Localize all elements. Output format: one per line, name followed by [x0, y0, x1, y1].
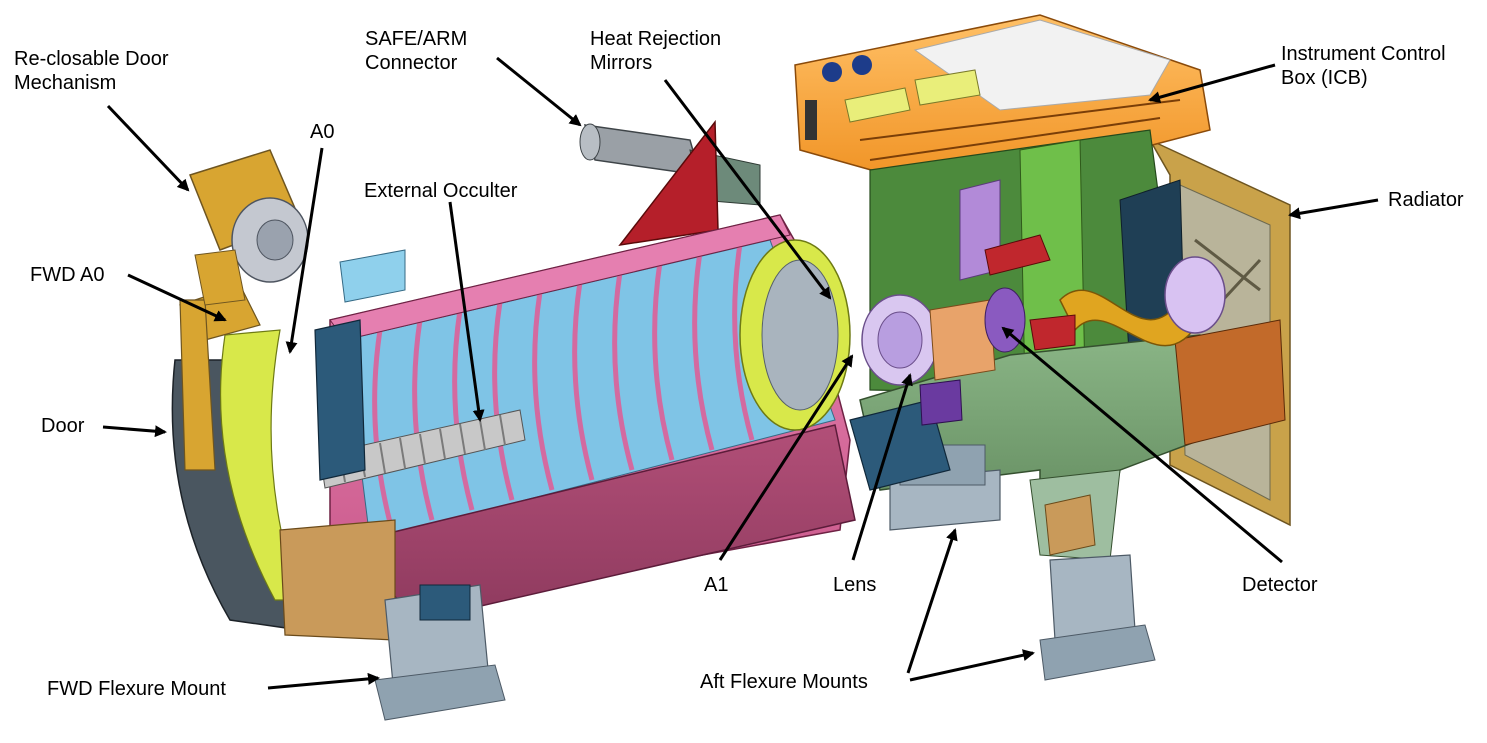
aft-flexure-mount-right — [1039, 494, 1156, 681]
label-heat-rejection: Heat Rejection Mirrors — [590, 28, 722, 74]
label-detector: Detector — [1242, 574, 1318, 596]
label-icb: Instrument Control Box (ICB) — [1281, 43, 1446, 89]
arrow-radiator — [1288, 198, 1379, 220]
arrow-door — [102, 425, 167, 438]
label-safe-arm: SAFE/ARM Connector — [365, 28, 468, 74]
arrow-a0 — [285, 147, 324, 354]
mid-support-block — [849, 379, 963, 491]
arrow-lens — [851, 373, 913, 561]
label-a1: A1 — [704, 574, 729, 596]
arrow-fwd-a0 — [127, 273, 227, 322]
label-aft-flexure: Aft Flexure Mounts — [700, 671, 868, 693]
arrow-safe-arm — [496, 56, 582, 127]
label-lens: Lens — [833, 574, 877, 596]
label-a0: A0 — [310, 121, 335, 143]
arrow-heat-rejection — [663, 79, 832, 300]
door-mechanism — [189, 149, 309, 306]
label-door: Door — [41, 415, 85, 437]
main-tube — [329, 214, 856, 621]
detector-lens-assembly — [861, 234, 1226, 386]
arrow-aft-flexure-left — [906, 528, 958, 674]
fwd-navy-bracket — [314, 249, 406, 481]
leader-arrows — [102, 56, 1379, 690]
arrow-external-occulter — [448, 201, 485, 422]
heat-rejection-mirror-shield — [618, 119, 719, 247]
label-radiator: Radiator — [1388, 189, 1464, 211]
label-external-occulter: External Occulter — [364, 180, 518, 202]
arrow-aft-flexure-right — [909, 649, 1035, 682]
arrow-fwd-flexure — [267, 672, 380, 690]
label-door-mechanism: Re-closable Door Mechanism — [14, 48, 169, 94]
arrow-door-mechanism — [106, 104, 190, 192]
arrow-detector — [1001, 326, 1283, 564]
fwd-flexure-mount — [374, 584, 506, 721]
arrow-a1 — [718, 354, 854, 561]
label-fwd-a0: FWD A0 — [30, 264, 105, 286]
arrow-icb — [1148, 63, 1276, 104]
label-fwd-flexure: FWD Flexure Mount — [47, 678, 226, 700]
